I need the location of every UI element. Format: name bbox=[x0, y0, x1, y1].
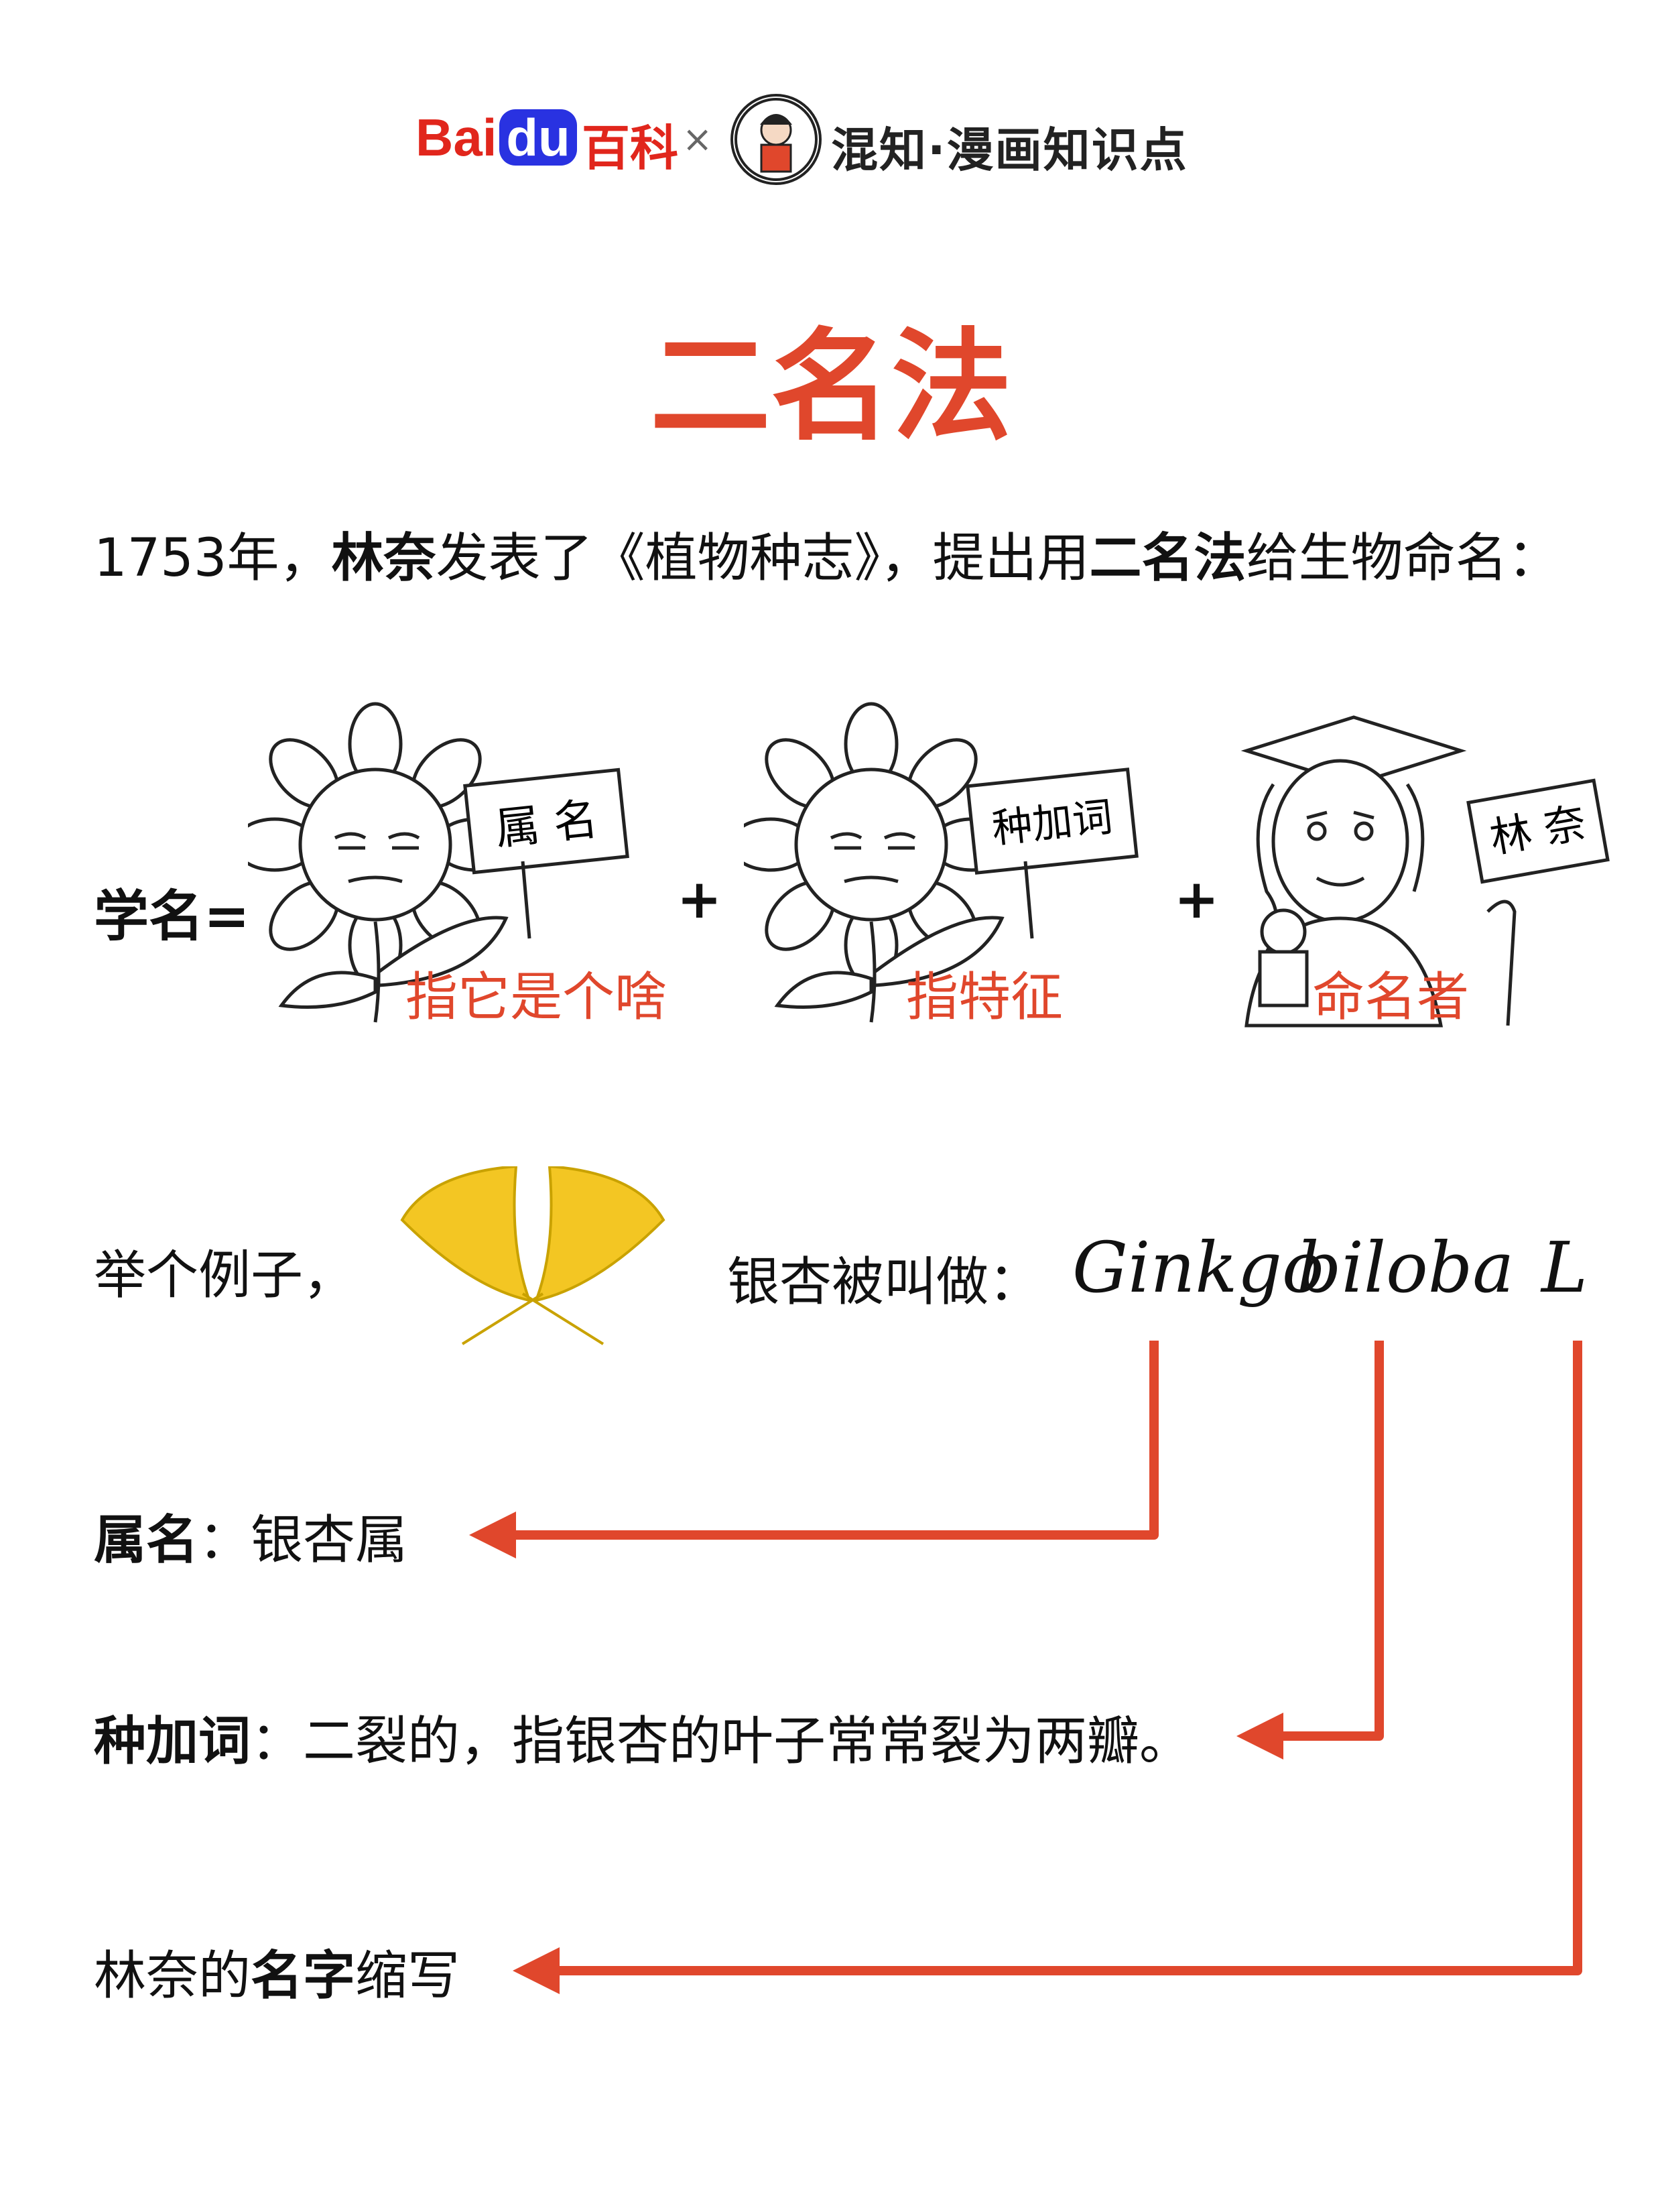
plus-sign: + bbox=[677, 868, 722, 930]
author-bold: 名字 bbox=[251, 1946, 356, 2006]
baidu-paw-icon: du bbox=[499, 109, 577, 166]
collab-times: × bbox=[682, 118, 713, 160]
label-genus: 指它是个啥 bbox=[405, 967, 667, 1028]
example-intro: 举个例子， bbox=[94, 1245, 356, 1306]
formula-lhs: 学名= bbox=[94, 885, 250, 948]
genus-value: 银杏属 bbox=[251, 1510, 408, 1571]
intro-part: 给生物命名： bbox=[1246, 528, 1560, 589]
arrowhead-epithet bbox=[1236, 1713, 1283, 1760]
intro-method: 二名法 bbox=[1089, 528, 1246, 589]
page-title: 二名法 bbox=[649, 317, 1012, 457]
sunflower-illustration: 种加词 bbox=[744, 702, 1139, 1023]
latin-epithet: biloba bbox=[1297, 1227, 1515, 1308]
baidu-logo-text: Bai bbox=[416, 108, 497, 167]
intro-sentence: 1753年，林奈发表了《植物种志》，提出用二名法给生物命名： bbox=[94, 516, 1560, 591]
ginkgo-leaves-icon bbox=[400, 1166, 665, 1345]
latin-genus: Ginkgo bbox=[1072, 1227, 1324, 1308]
arrowhead-author bbox=[513, 1947, 560, 1994]
epithet-value: 二裂的，指银杏的叶子常常裂为两瓣。 bbox=[303, 1711, 1192, 1772]
arrowhead-genus bbox=[469, 1512, 516, 1558]
plus-sign: + bbox=[1174, 868, 1220, 930]
label-author: 命名者 bbox=[1312, 967, 1470, 1028]
arrow-author bbox=[556, 1341, 1582, 1975]
sunflower-illustration: 属 名 bbox=[248, 702, 629, 1023]
genus-sep: ： bbox=[198, 1510, 251, 1571]
author-part: 缩写 bbox=[355, 1946, 460, 2006]
definition-genus: 属名：银杏属 bbox=[94, 1498, 407, 1573]
hunzhi-avatar-icon bbox=[730, 94, 822, 185]
label-epithet: 指特征 bbox=[906, 967, 1064, 1028]
ginkgo-called: 银杏被叫做： bbox=[727, 1252, 1041, 1312]
epithet-sep: ： bbox=[251, 1711, 304, 1772]
epithet-term: 种加词 bbox=[94, 1711, 251, 1772]
genus-term: 属名 bbox=[94, 1510, 199, 1571]
latin-author: L bbox=[1541, 1227, 1588, 1308]
arrow-epithet bbox=[1260, 1341, 1384, 1741]
brand-name: 混知·漫画知识点 bbox=[831, 123, 1188, 178]
definition-author: 林奈的名字缩写 bbox=[94, 1934, 460, 2009]
sign-genus: 属 名 bbox=[493, 793, 600, 855]
intro-part: 1753年， bbox=[94, 528, 332, 589]
arrow-genus bbox=[509, 1341, 1159, 1540]
baike-label: 百科 bbox=[582, 120, 679, 176]
intro-part: 发表了《植物种志》，提出用 bbox=[436, 528, 1090, 589]
author-part: 林奈的 bbox=[94, 1946, 251, 2006]
definition-epithet: 种加词：二裂的，指银杏的叶子常常裂为两瓣。 bbox=[94, 1699, 1192, 1774]
intro-linnaeus: 林奈 bbox=[331, 528, 436, 589]
linnaeus-illustration: 林 奈 bbox=[1240, 715, 1610, 1028]
